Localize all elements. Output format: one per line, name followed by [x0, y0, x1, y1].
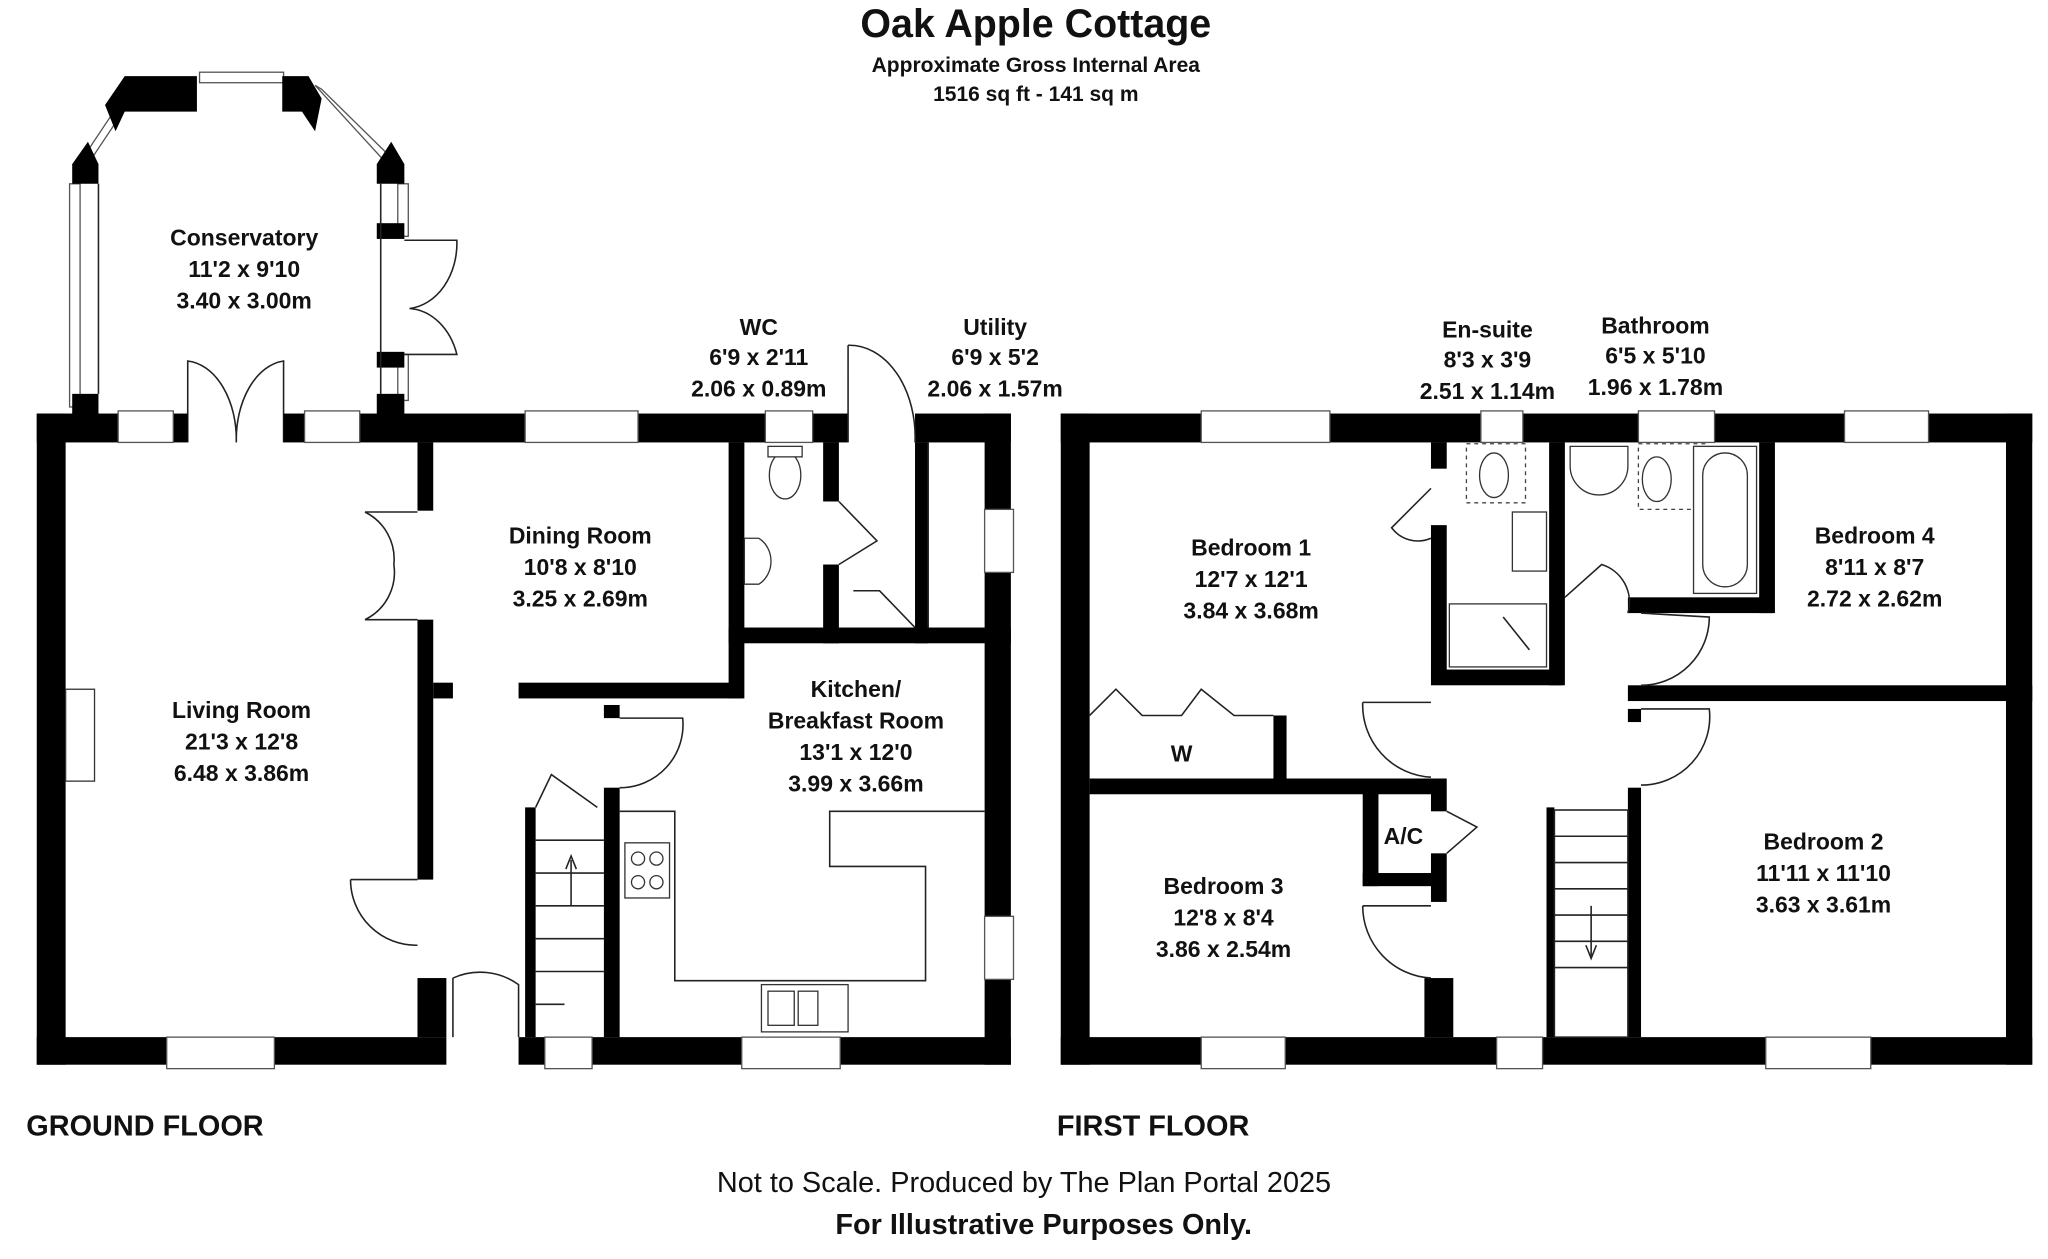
room-size-imperial: 8'3 x 3'9	[1444, 347, 1532, 373]
room-size-metric: 2.72 x 2.62m	[1807, 586, 1942, 612]
room-label-bedroom-4: Bedroom 4 8'11 x 8'7 2.72 x 2.62m	[1807, 523, 1942, 612]
room-label-en-suite: En-suite 8'3 x 3'9 2.51 x 1.14m	[1420, 316, 1555, 404]
room-size-imperial: 6'9 x 5'2	[951, 344, 1039, 370]
footer: Not to Scale. Produced by The Plan Porta…	[717, 1167, 1331, 1241]
bathroom-fixtures	[1569, 443, 1758, 595]
room-size-metric: 3.99 x 3.66m	[788, 771, 923, 797]
room-size-imperial: 6'5 x 5'10	[1605, 343, 1705, 369]
room-size-metric: 3.84 x 3.68m	[1183, 597, 1318, 623]
room-label-bedroom-2: Bedroom 2 11'11 x 11'10 3.63 x 3.61m	[1756, 828, 1891, 917]
room-name: En-suite	[1442, 316, 1533, 342]
room-label-utility: Utility 6'9 x 5'2 2.06 x 1.57m	[927, 314, 1062, 402]
room-size-metric: 3.86 x 2.54m	[1156, 936, 1291, 962]
room-label-dining-room: Dining Room 10'8 x 8'10 3.25 x 2.69m	[509, 523, 652, 612]
room-size-metric: 2.06 x 1.57m	[927, 375, 1062, 401]
first-floor-walls	[1060, 410, 2033, 1070]
plan-subtitle: Approximate Gross Internal Area	[872, 54, 1201, 77]
first-floor-plan: En-suite 8'3 x 3'9 2.51 x 1.14m Bathroom…	[1057, 312, 2033, 1143]
ground-floor-plan: Conservatory 11'2 x 9'10 3.40 x 3.00m WC…	[26, 71, 1063, 1143]
room-size-metric: 3.25 x 2.69m	[513, 586, 648, 612]
sink-icon	[760, 983, 849, 1033]
room-label-living-room: Living Room 21'3 x 12'8 6.48 x 3.86m	[172, 697, 311, 786]
scale-note: Not to Scale. Produced by The Plan Porta…	[717, 1167, 1331, 1199]
ground-floor-label: GROUND FLOOR	[26, 1111, 264, 1143]
room-name: Utility	[963, 314, 1027, 340]
disclaimer: For Illustrative Purposes Only.	[835, 1209, 1252, 1241]
room-name: Kitchen/	[811, 676, 902, 702]
room-name: Bedroom 4	[1815, 523, 1935, 549]
room-label-bedroom-1: Bedroom 1 12'7 x 12'1 3.84 x 3.68m	[1183, 534, 1318, 623]
ensuite-fixtures	[1448, 443, 1548, 668]
room-size-imperial: 21'3 x 12'8	[185, 729, 298, 755]
room-name-line2: Breakfast Room	[768, 708, 944, 734]
room-size-imperial: 10'8 x 8'10	[524, 554, 637, 580]
room-size-metric: 2.51 x 1.14m	[1420, 378, 1555, 404]
plan-area: 1516 sq ft - 141 sq m	[933, 83, 1138, 106]
room-name: Living Room	[172, 697, 311, 723]
room-size-imperial: 8'11 x 8'7	[1825, 554, 1924, 580]
room-size-metric: 3.40 x 3.00m	[176, 288, 311, 314]
room-name: Bedroom 2	[1764, 828, 1884, 854]
room-size-metric: 6.48 x 3.86m	[174, 760, 309, 786]
room-size-imperial: 11'11 x 11'10	[1756, 860, 1891, 886]
room-size-metric: 3.63 x 3.61m	[1756, 891, 1891, 917]
room-label-bathroom: Bathroom 6'5 x 5'10 1.96 x 1.78m	[1588, 312, 1723, 400]
room-name: Bedroom 1	[1191, 534, 1311, 560]
room-size-imperial: 12'8 x 8'4	[1173, 905, 1274, 931]
airing-cupboard-label: A/C	[1384, 823, 1424, 849]
room-name: Bedroom 3	[1164, 873, 1284, 899]
room-name: Conservatory	[170, 225, 318, 251]
room-size-imperial: 11'2 x 9'10	[188, 256, 300, 282]
room-size-metric: 1.96 x 1.78m	[1588, 374, 1723, 400]
room-size-imperial: 6'9 x 2'11	[709, 344, 808, 370]
room-size-metric: 2.06 x 0.89m	[691, 375, 826, 401]
hob-icon	[624, 842, 671, 899]
first-floor-label: FIRST FLOOR	[1057, 1111, 1250, 1143]
room-label-wc: WC 6'9 x 2'11 2.06 x 0.89m	[691, 314, 826, 402]
room-name: WC	[740, 314, 778, 340]
room-size-imperial: 13'1 x 12'0	[799, 739, 912, 765]
wc-fixtures	[743, 445, 803, 585]
room-label-kitchen: Kitchen/ Breakfast Room 13'1 x 12'0 3.99…	[768, 676, 944, 797]
staircase	[1553, 809, 1629, 1038]
header: Oak Apple Cottage Approximate Gross Inte…	[860, 2, 1211, 106]
room-size-imperial: 12'7 x 12'1	[1195, 566, 1308, 592]
staircase	[534, 773, 604, 1006]
room-label-conservatory: Conservatory 11'2 x 9'10 3.40 x 3.00m	[170, 225, 318, 314]
ground-floor-walls	[36, 344, 1015, 1070]
plan-title: Oak Apple Cottage	[860, 2, 1211, 46]
wardrobe-label: W	[1171, 740, 1193, 766]
room-label-bedroom-3: Bedroom 3 12'8 x 8'4 3.86 x 2.54m	[1156, 873, 1291, 962]
room-name: Bathroom	[1601, 312, 1709, 338]
room-name: Dining Room	[509, 523, 652, 549]
